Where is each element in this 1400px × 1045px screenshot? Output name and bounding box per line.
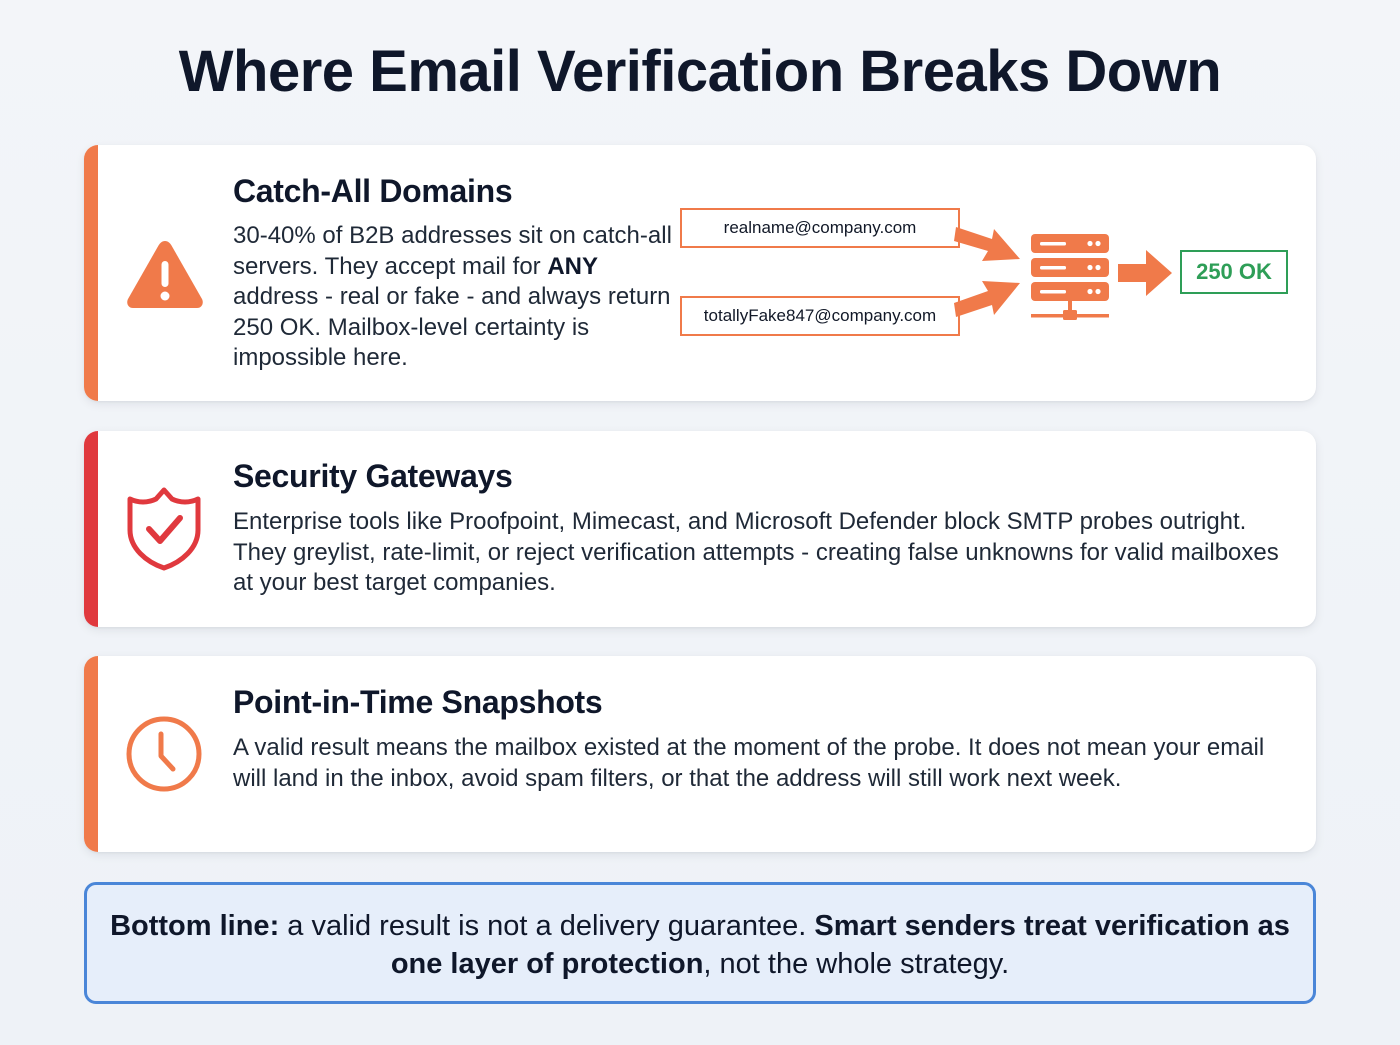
- shield-check-icon: [124, 486, 204, 577]
- card-heading: Security Gateways: [233, 458, 513, 494]
- arrow-right-down-icon: [954, 227, 1020, 261]
- card-body-text: address - real or fake - and always retu…: [233, 283, 671, 371]
- card-body: Enterprise tools like Proofpoint, Mimeca…: [233, 508, 1279, 596]
- arrow-right-icon: [1118, 250, 1172, 296]
- card-body-emphasis: ANY: [547, 252, 599, 280]
- clock-icon: [124, 714, 204, 799]
- card-security-gateways: Security Gateways Enterprise tools like …: [84, 431, 1316, 627]
- card-point-in-time-snapshots: Point-in-Time Snapshots A valid result m…: [84, 656, 1316, 852]
- smtp-response-badge: 250 OK: [1180, 250, 1288, 294]
- card-accent-bar: [84, 656, 98, 852]
- bottom-line-callout: Bottom line: a valid result is not a del…: [84, 882, 1316, 1004]
- callout-text: a valid result is not a delivery guarant…: [279, 910, 815, 942]
- arrow-right-up-icon: [954, 281, 1020, 317]
- callout-label: Bottom line:: [110, 910, 280, 942]
- card-accent-bar: [84, 145, 98, 401]
- callout-text: , not the whole strategy.: [703, 948, 1010, 980]
- card-catch-all-domains: Catch-All Domains 30-40% of B2B addresse…: [84, 145, 1316, 401]
- server-icon: [1031, 234, 1109, 320]
- card-accent-bar: [84, 431, 98, 627]
- card-heading: Point-in-Time Snapshots: [233, 684, 603, 720]
- page-title: Where Email Verification Breaks Down: [178, 39, 1222, 104]
- card-body: A valid result means the mailbox existed…: [233, 734, 1265, 792]
- card-body-text: 30-40% of B2B addresses sit on catch-all…: [233, 222, 672, 280]
- email-input-real: realname@company.com: [680, 208, 960, 248]
- email-input-fake: totallyFake847@company.com: [680, 296, 960, 336]
- card-body: 30-40% of B2B addresses sit on catch-all…: [233, 221, 673, 374]
- callout-emphasis: Smart senders treat verification as one …: [390, 910, 1290, 980]
- card-heading: Catch-All Domains: [233, 173, 513, 209]
- warning-triangle-icon: [124, 237, 206, 316]
